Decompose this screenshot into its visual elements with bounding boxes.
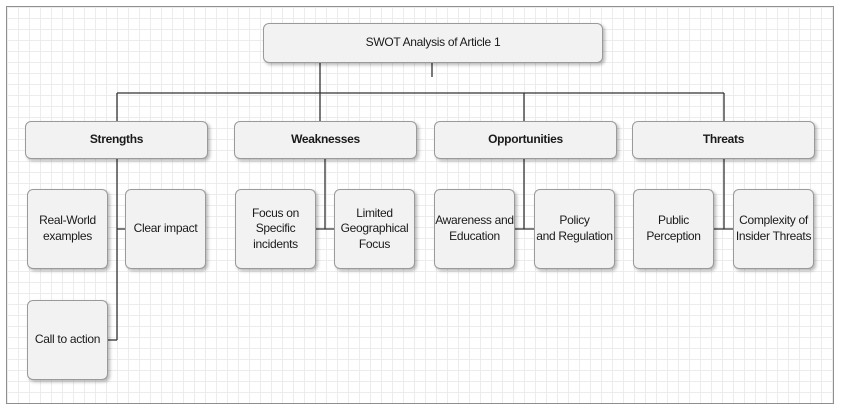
threat-public-perception-node[interactable]: Public Perception [633,189,714,269]
strengths-node[interactable]: Strengths [25,121,208,159]
opportunities-node[interactable]: Opportunities [434,121,617,159]
strength-clear-impact-node[interactable]: Clear impact [125,189,206,269]
weakness-limited-geographical-focus-node[interactable]: Limited Geographical Focus [334,189,415,269]
strength-call-to-action-node[interactable]: Call to action [27,300,108,380]
weaknesses-node[interactable]: Weaknesses [234,121,417,159]
connector-lines [108,63,733,341]
threats-node[interactable]: Threats [632,121,815,159]
threat-insider-threats-node[interactable]: Complexity of Insider Threats [733,189,814,269]
strength-real-world-examples-node[interactable]: Real-World examples [27,189,108,269]
root-node[interactable]: SWOT Analysis of Article 1 [263,23,603,63]
weakness-specific-incidents-node[interactable]: Focus on Specific incidents [235,189,316,269]
opportunity-awareness-education-node[interactable]: Awareness and Education [434,189,515,269]
diagram-canvas: SWOT Analysis of Article 1 Strengths Wea… [6,6,834,404]
opportunity-policy-regulation-node[interactable]: Policy and Regulation [534,189,615,269]
